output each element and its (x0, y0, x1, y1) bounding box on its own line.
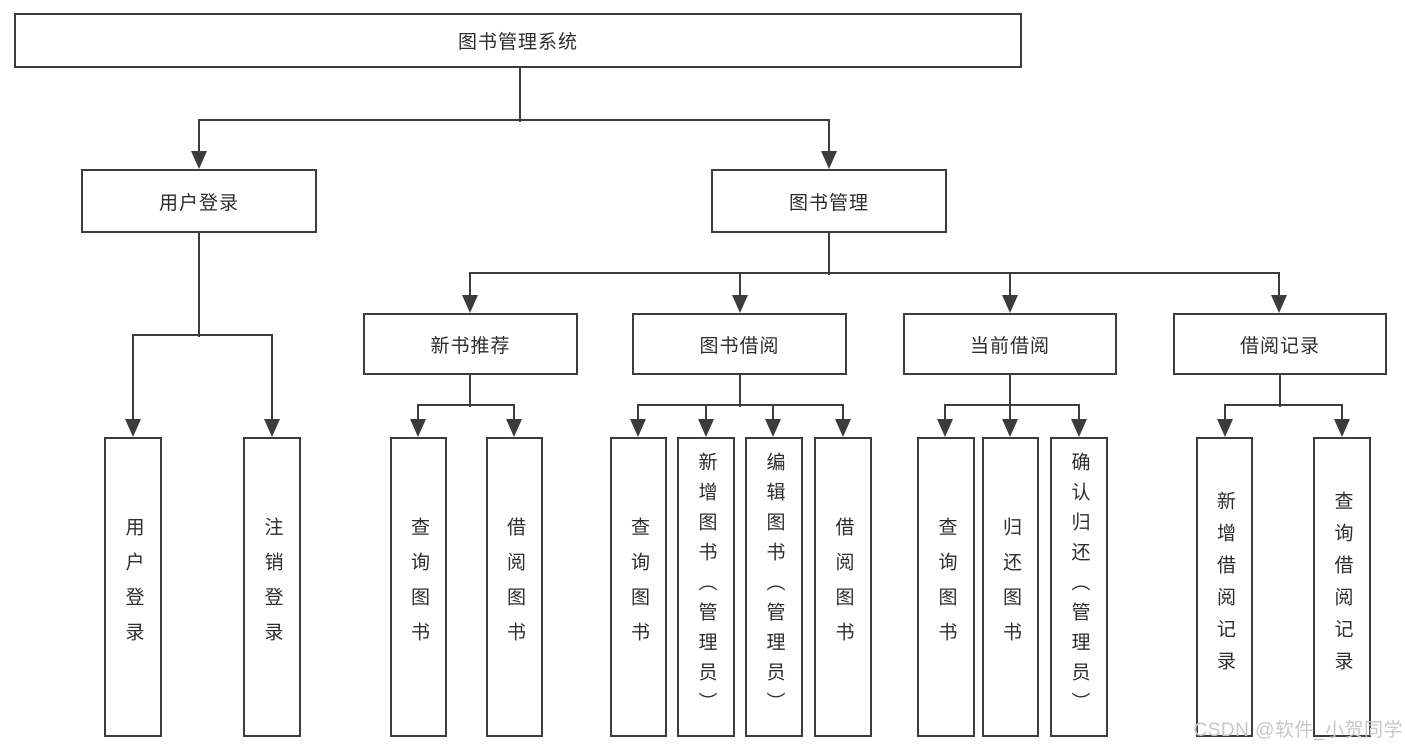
leaf-query-books-current: 查询图书 (917, 437, 975, 737)
leaf-user-login: 用户登录 (104, 437, 162, 737)
leaf-query-borrowing-record: 查询借阅记录 (1313, 437, 1371, 737)
node-library-management-system: 图书管理系统 (14, 13, 1022, 68)
leaf-logout-login: 注销登录 (243, 437, 301, 737)
leaf-edit-books-admin: 编辑图书（管理员） (745, 437, 803, 737)
leaf-query-books-borrowing: 查询图书 (610, 437, 667, 737)
csdn-watermark: CSDN @软件_小贺同学 (1193, 720, 1403, 741)
node-book-borrowing: 图书借阅 (632, 313, 847, 375)
node-user-login: 用户登录 (81, 169, 317, 233)
leaf-add-books-admin: 新增图书（管理员） (677, 437, 735, 737)
leaf-confirm-return-admin: 确认归还（管理员） (1050, 437, 1108, 737)
connector-line-path (132, 67, 1343, 424)
leaf-return-books: 归还图书 (982, 437, 1039, 737)
leaf-borrow-books: 借阅图书 (814, 437, 872, 737)
node-new-book-recommendation: 新书推荐 (363, 313, 578, 375)
leaf-query-books-recommendation: 查询图书 (390, 437, 447, 737)
node-book-management: 图书管理 (711, 169, 947, 233)
node-current-borrowing: 当前借阅 (903, 313, 1117, 375)
node-borrowing-records: 借阅记录 (1173, 313, 1387, 375)
leaf-add-borrowing-record: 新增借阅记录 (1196, 437, 1253, 737)
leaf-borrow-books-recommendation: 借阅图书 (486, 437, 543, 737)
